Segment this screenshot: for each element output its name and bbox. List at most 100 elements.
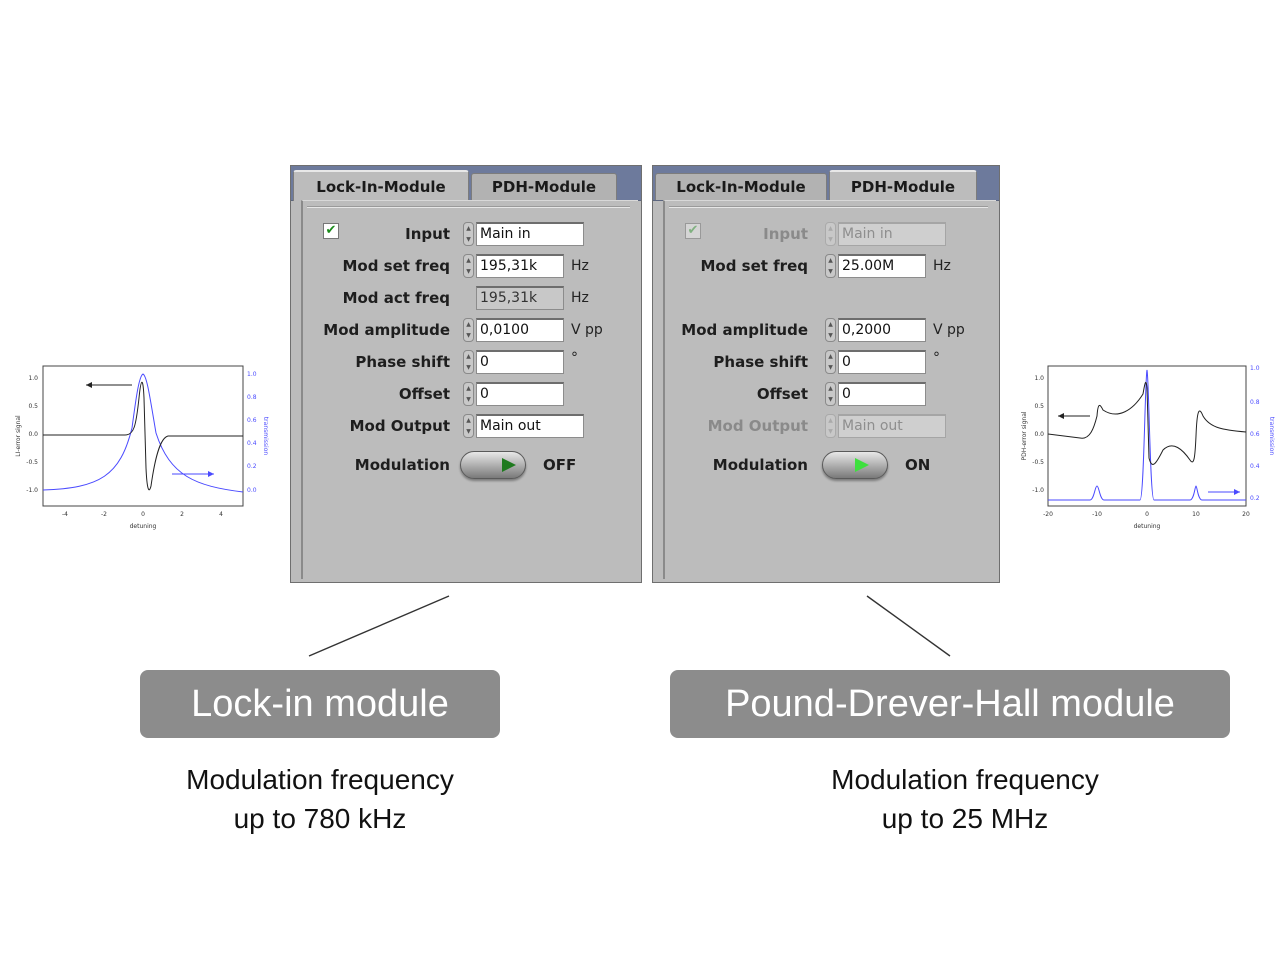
tab-pdh-module[interactable]: PDH-Module [471,173,617,200]
y2-tick: 0.8 [247,394,257,401]
input-enable-checkbox[interactable]: ✔ [323,223,339,239]
y-tick: 0.5 [1034,403,1044,410]
mod-amplitude-label: Mod amplitude [681,321,808,339]
mod-amplitude-field[interactable]: 0,2000 [838,318,926,342]
mod-set-freq-spinner[interactable]: ▲▼ [463,254,474,278]
tab-content: ✔ Input ▲▼ Main in Mod set freq ▲▼ 25.00… [663,200,996,579]
x-tick: 0 [1145,511,1149,518]
lock-in-desc-line-1: Modulation frequency [186,764,454,795]
offset-row: Offset ▲▼ 0 [665,382,1001,406]
arrow-head-icon [208,471,214,477]
offset-field[interactable]: 0 [838,382,926,406]
y-tick: 0.0 [28,431,38,438]
mod-set-freq-spinner[interactable]: ▲▼ [825,254,836,278]
input-row: Input ▲▼ Main in [665,222,1001,246]
phase-shift-spinner[interactable]: ▲▼ [825,350,836,374]
modulation-state: ON [905,456,931,474]
mod-set-freq-field[interactable]: 25.00M [838,254,926,278]
phase-shift-label: Phase shift [355,353,450,371]
y-tick: 1.0 [28,375,38,382]
phase-shift-row: Phase shift ▲▼ 0 ° [303,350,643,374]
modulation-toggle[interactable] [822,451,888,479]
offset-field[interactable]: 0 [476,382,564,406]
mod-set-freq-label: Mod set freq [700,257,808,275]
pdh-panel: Lock-In-Module PDH-Module ✔ Input ▲▼ Mai… [652,165,1000,583]
input-label: Input [405,225,450,243]
error-signal-curve [1047,381,1247,465]
modulation-label: Modulation [354,456,450,474]
mod-amplitude-spinner[interactable]: ▲▼ [825,318,836,342]
y2-tick: 0.4 [247,440,257,447]
mod-amplitude-field[interactable]: 0,0100 [476,318,564,342]
y-tick: -1.0 [1032,487,1044,494]
input-spinner[interactable]: ▲▼ [463,222,474,246]
arrow-head-icon [1234,489,1240,495]
y-tick: -1.0 [26,487,38,494]
x-axis-label: detuning [130,523,157,530]
x-tick: 10 [1192,511,1200,518]
mod-set-freq-unit: Hz [571,258,589,274]
mod-set-freq-row: Mod set freq ▲▼ 195,31k Hz [303,254,643,278]
tab-lock-in-module[interactable]: Lock-In-Module [655,173,827,200]
y-tick: 0.5 [28,403,38,410]
mod-output-select[interactable]: Main out [476,414,584,438]
modulation-row: Modulation ON [665,451,1001,481]
input-label: Input [763,225,808,243]
modulation-toggle[interactable] [460,451,526,479]
phase-shift-spinner[interactable]: ▲▼ [463,350,474,374]
right-connector-line [866,595,951,657]
input-select[interactable]: Main in [476,222,584,246]
phase-shift-field[interactable]: 0 [838,350,926,374]
offset-spinner[interactable]: ▲▼ [825,382,836,406]
tab-lock-in-module[interactable]: Lock-In-Module [293,170,469,201]
y-axis-label-right: transmission [1268,417,1275,456]
input-enable-checkbox: ✔ [685,223,701,239]
mod-amplitude-unit: V pp [933,322,965,338]
mod-act-freq-label: Mod act freq [342,289,450,307]
y-axis-label-left: PDH-error signal [1021,411,1028,460]
tab-content: ✔ Input ▲▼ Main in Mod set freq ▲▼ 195,3… [301,200,638,579]
input-row: Input ▲▼ Main in [303,222,643,246]
input-select: Main in [838,222,946,246]
y2-tick: 0.4 [1250,463,1260,470]
arrow-head-icon [86,382,92,388]
x-tick: -10 [1092,511,1102,518]
phase-shift-field[interactable]: 0 [476,350,564,374]
mod-output-label: Mod Output [707,417,808,435]
led-off-icon [502,458,516,472]
x-tick: 4 [219,511,223,518]
y-tick: 0.0 [1034,431,1044,438]
divider [669,206,988,208]
lock-in-panel: Lock-In-Module PDH-Module ✔ Input ▲▼ Mai… [290,165,642,583]
mod-set-freq-field[interactable]: 195,31k [476,254,564,278]
mod-amplitude-row: Mod amplitude ▲▼ 0,2000 V pp [665,318,1001,342]
modulation-label: Modulation [712,456,808,474]
mod-set-freq-unit: Hz [933,258,951,274]
transmission-curve [42,373,244,493]
mod-amplitude-row: Mod amplitude ▲▼ 0,0100 V pp [303,318,643,342]
input-spinner: ▲▼ [825,222,836,246]
lock-in-title: Lock-in module [191,682,449,725]
mod-amplitude-spinner[interactable]: ▲▼ [463,318,474,342]
x-tick: -20 [1043,511,1053,518]
mod-amplitude-label: Mod amplitude [323,321,450,339]
pdh-title: Pound-Drever-Hall module [725,682,1175,725]
mod-act-freq-row: Mod act freq 195,31k Hz [303,286,643,310]
offset-spinner[interactable]: ▲▼ [463,382,474,406]
pdh-description: Modulation frequency up to 25 MHz [785,760,1145,838]
transmission-curve [1048,369,1246,501]
lock-in-desc-line-2: up to 780 kHz [233,803,407,834]
offset-label: Offset [398,385,450,403]
x-axis-label: detuning [1134,523,1161,530]
pdh-error-signal-plot: 1.0 0.5 0.0 -0.5 -1.0 -20 -10 0 10 20 de… [1021,365,1275,530]
y2-tick: 0.2 [247,463,257,470]
mod-output-spinner[interactable]: ▲▼ [463,414,474,438]
pdh-desc-line-2: up to 25 MHz [881,803,1049,834]
y-axis-label-left: LI-error signal [15,415,22,457]
lock-in-error-signal-plot: 1.0 0.5 0.0 -0.5 -1.0 -4 -2 0 2 4 detuni… [15,365,269,530]
mod-output-select: Main out [838,414,946,438]
y-axis-label-right: transmission [262,417,269,456]
tab-pdh-module[interactable]: PDH-Module [829,170,977,201]
mod-act-freq-unit: Hz [571,290,589,306]
